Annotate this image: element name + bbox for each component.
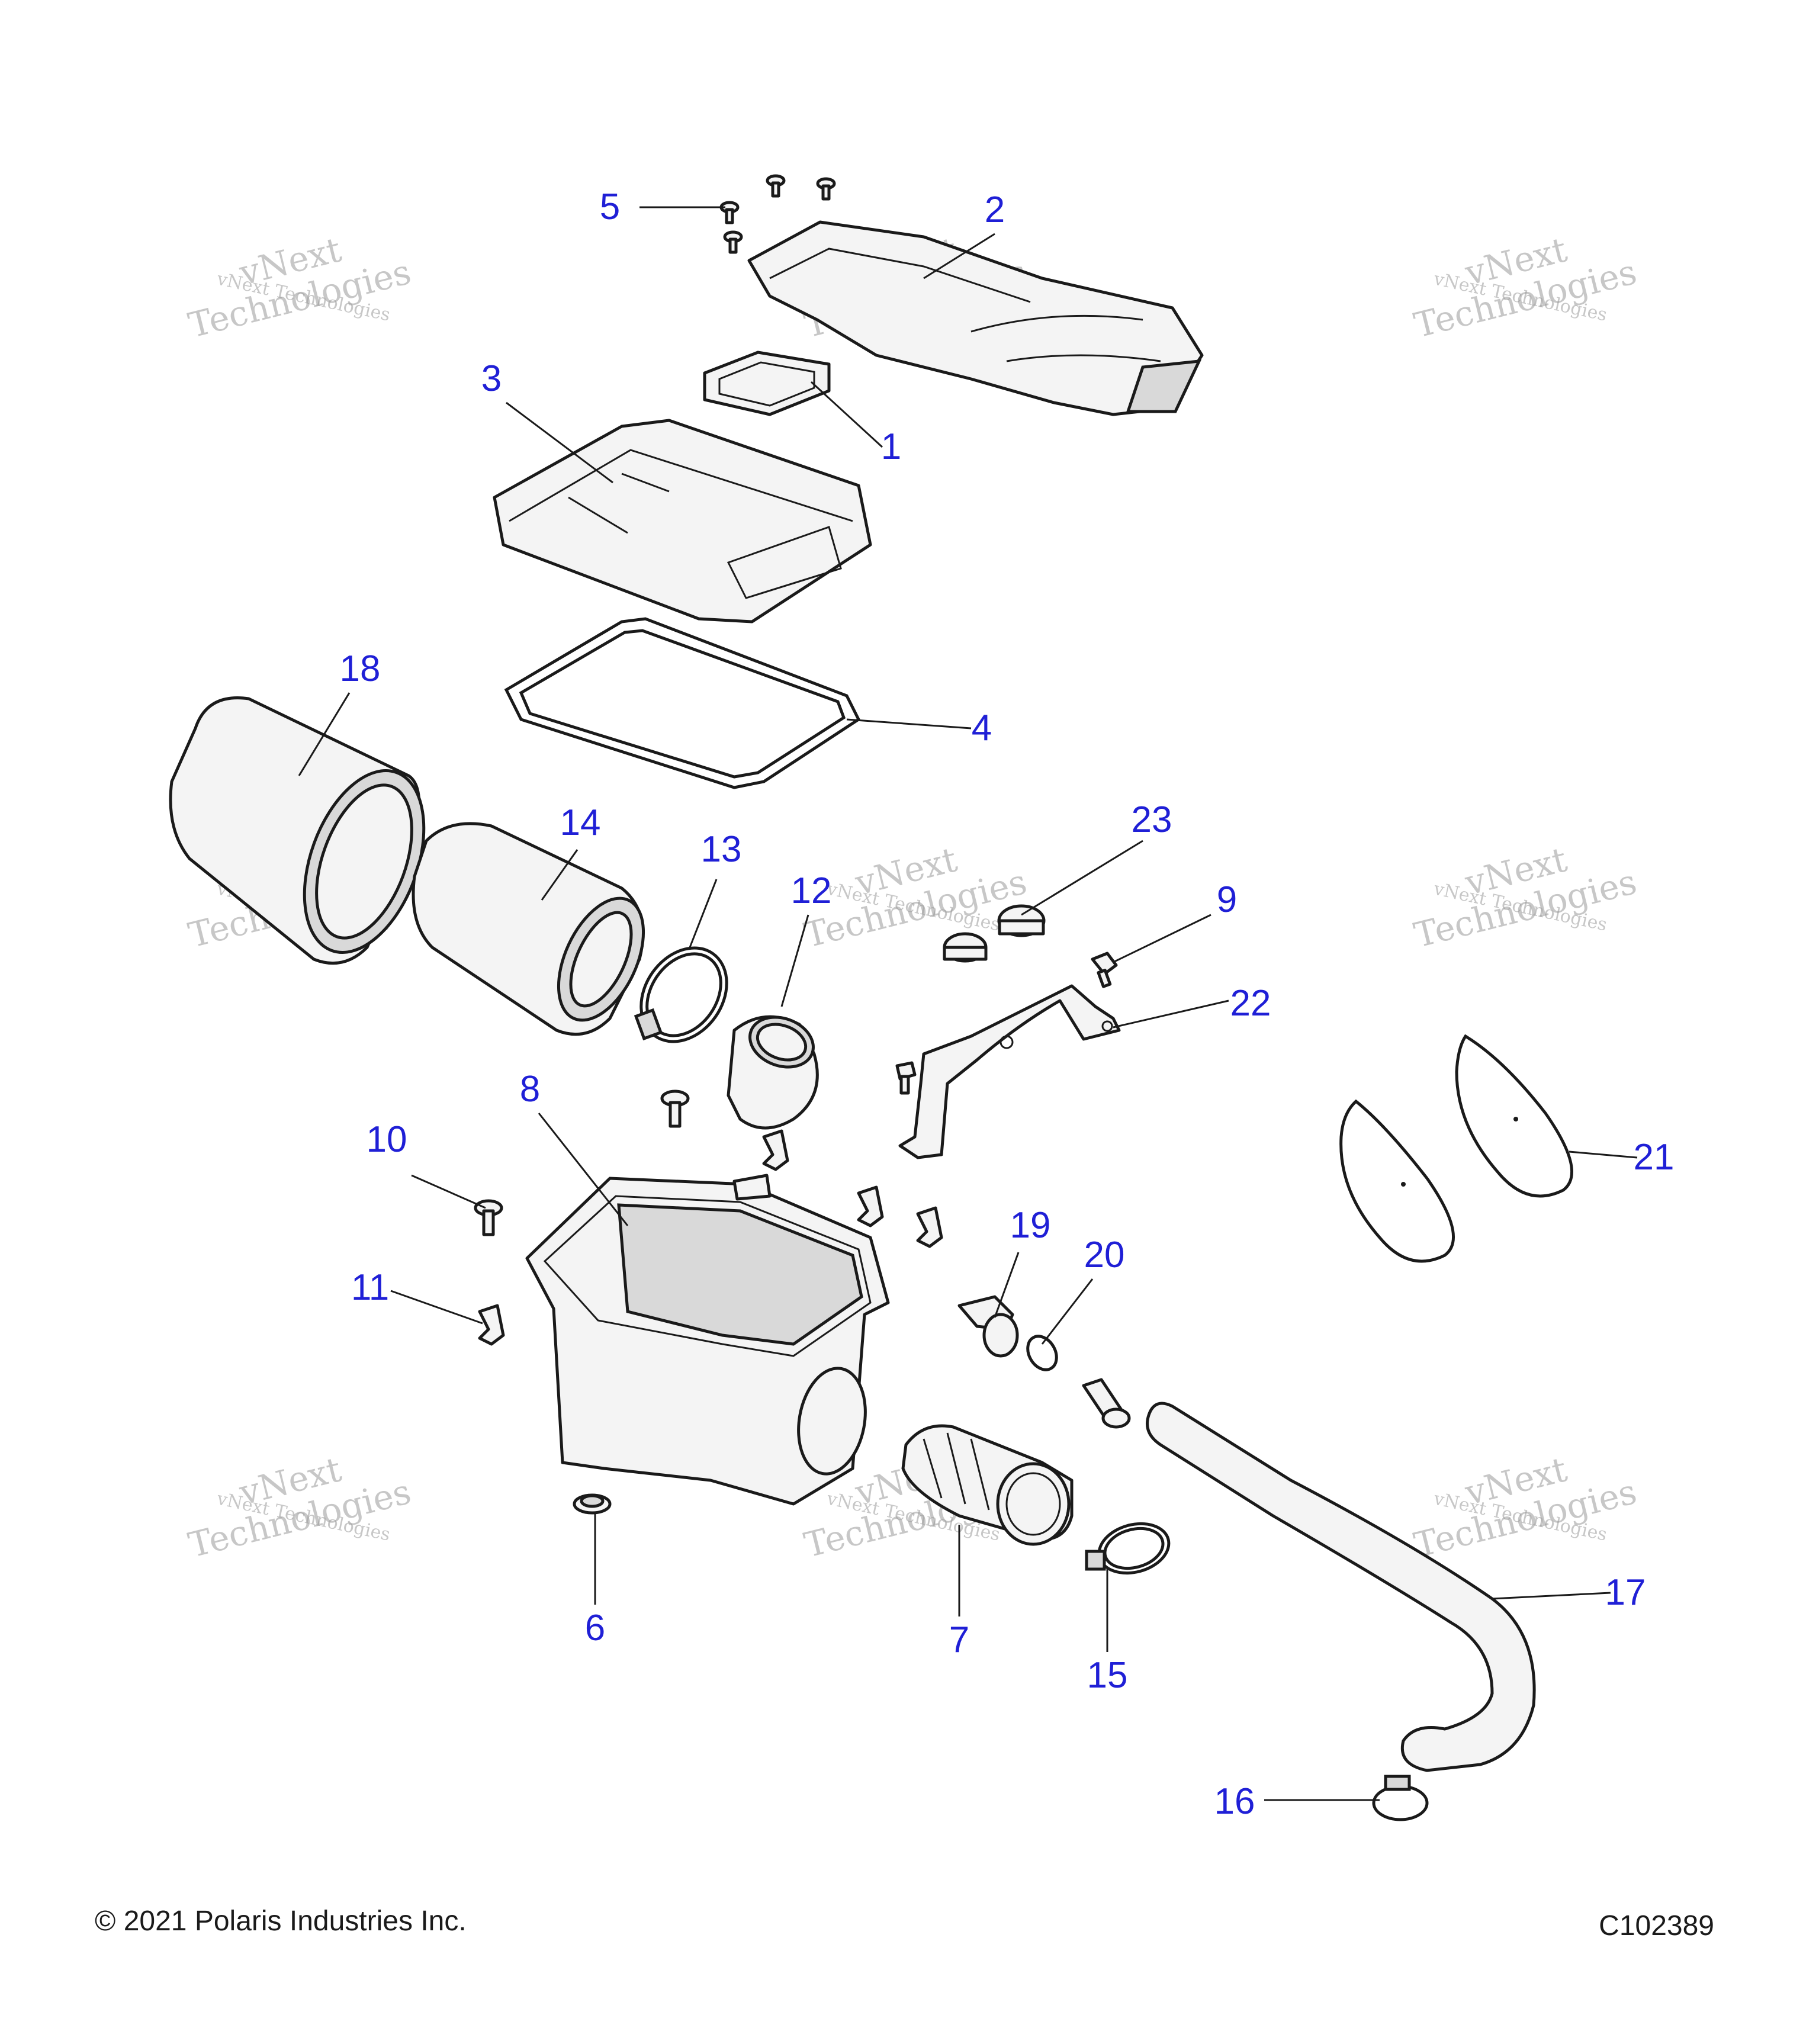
screw-part-10 [474, 1199, 503, 1236]
callout-15: 15 [1087, 1655, 1128, 1696]
prefilter-sleeve-part-18 [169, 696, 426, 965]
callout-8: 8 [520, 1069, 540, 1110]
air-filter-part-14 [412, 822, 645, 1036]
boot-part-7 [901, 1424, 1074, 1546]
callout-12: 12 [791, 870, 832, 911]
callout-5: 5 [600, 187, 620, 227]
callout-16: 16 [1214, 1781, 1255, 1822]
grommet-part-6 [573, 1493, 612, 1515]
callout-20: 20 [1084, 1235, 1125, 1275]
callout-17: 17 [1605, 1572, 1646, 1613]
hose-clamp-part-16 [1372, 1775, 1429, 1821]
callout-22: 22 [1230, 983, 1271, 1024]
screw [660, 1090, 690, 1128]
coupler-ring-part-12 [727, 1015, 819, 1130]
hose-part-17 [1146, 1402, 1536, 1772]
callout-19: 19 [1010, 1205, 1051, 1246]
fitting-part-19 [957, 1295, 1019, 1358]
callout-7: 7 [949, 1619, 969, 1660]
plug-part-23 [943, 904, 1046, 963]
callout-10: 10 [367, 1119, 407, 1160]
clip-part-11 [478, 1304, 505, 1346]
clip [762, 1129, 943, 1248]
callout-9: 9 [1217, 879, 1237, 920]
callout-23: 23 [1132, 799, 1172, 840]
callout-13: 13 [701, 829, 742, 870]
hose-clamp-part-15 [1085, 1522, 1171, 1575]
callout-11: 11 [351, 1267, 389, 1308]
screw-part-5 [719, 174, 836, 254]
copyright-text: © 2021 Polaris Industries Inc. [95, 1905, 467, 1937]
intake-duct-part-2 [747, 220, 1204, 416]
cover-gasket-part-4 [504, 617, 861, 789]
bracket-part-22 [898, 984, 1121, 1159]
watermark: vNext Technologies [185, 229, 415, 346]
bolt [895, 1061, 917, 1095]
hose-clamp-part-13 [634, 946, 728, 1043]
leader-lines [298, 206, 1638, 1801]
bolt-part-9 [1091, 952, 1118, 988]
callout-3: 3 [481, 358, 502, 399]
callout-1: 1 [881, 426, 901, 467]
callout-14: 14 [560, 802, 601, 843]
fitting [1082, 1378, 1131, 1429]
watermark: vNext Technologies [185, 1449, 415, 1566]
small-clamp-part-20 [1026, 1335, 1058, 1371]
diagram-code: C102389 [1599, 1910, 1714, 1942]
airbox-part-8 [525, 1174, 890, 1506]
callout-18: 18 [340, 648, 381, 689]
callout-numbers: 5 2 1 3 4 18 14 13 12 23 9 22 21 8 10 11… [340, 187, 1675, 1822]
callout-21: 21 [1634, 1137, 1675, 1178]
airbox-cover-part-3 [493, 419, 872, 624]
callout-2: 2 [985, 189, 1005, 230]
seal-plate-part-1 [703, 351, 831, 416]
callout-4: 4 [972, 708, 992, 748]
seal-part-21 [1339, 1034, 1573, 1263]
callout-6: 6 [585, 1608, 605, 1648]
